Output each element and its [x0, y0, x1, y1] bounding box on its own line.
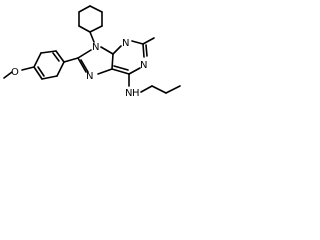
bond [52, 52, 60, 62]
bond [40, 50, 57, 54]
bond [142, 37, 155, 45]
bond [56, 61, 65, 77]
pyrimidine-ring [111, 40, 148, 75]
bond [78, 25, 91, 33]
bond [165, 85, 181, 94]
bond [112, 45, 122, 55]
bond [37, 66, 45, 77]
atom-label-nh: N [125, 88, 132, 99]
molecule-structure-diagram: N N N N N H O [3, 5, 181, 99]
atom-labels: N N N N N H O [11, 38, 147, 99]
bond [77, 57, 87, 73]
atom-label-n3: N [122, 38, 129, 49]
methoxyphenyl-ring [33, 50, 65, 80]
bond [145, 44, 148, 57]
bond [89, 25, 103, 33]
bond [33, 52, 42, 68]
bond [113, 65, 129, 71]
bond [77, 49, 92, 59]
bond [55, 50, 65, 63]
propyl-chain [140, 85, 181, 94]
bond [63, 57, 79, 63]
bond [131, 40, 144, 45]
bond [97, 68, 113, 75]
bond [111, 68, 130, 75]
bond [151, 85, 167, 94]
imidazole-ring [77, 46, 114, 75]
atom-label-n1: N [140, 60, 147, 71]
bond [41, 75, 58, 80]
bond [21, 66, 35, 71]
atom-label-n7: N [86, 71, 93, 82]
bond [140, 85, 153, 93]
bond [142, 43, 145, 58]
bond [89, 5, 103, 13]
methoxy-group [3, 66, 35, 79]
cyclohexyl-ring [78, 5, 103, 33]
bond [100, 46, 114, 55]
bond [78, 5, 91, 13]
atom-label-o: O [11, 67, 19, 78]
bond [3, 71, 13, 79]
bond [80, 59, 89, 73]
bond [89, 31, 95, 43]
bond [128, 67, 141, 75]
bond [33, 66, 43, 80]
atom-label-nh-h: H [132, 88, 140, 99]
atom-label-n9: N [92, 42, 99, 53]
bond [111, 53, 114, 70]
